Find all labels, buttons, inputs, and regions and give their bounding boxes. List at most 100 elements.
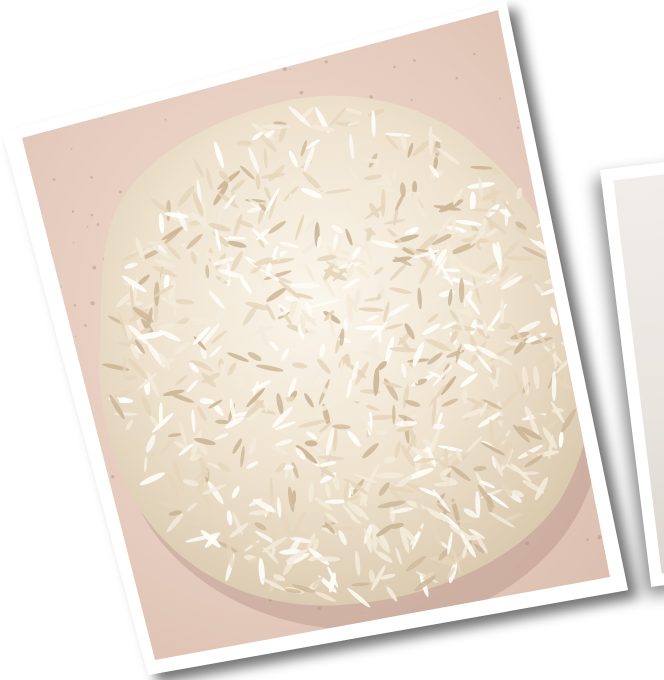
rice-grain	[432, 364, 453, 387]
rice-grain	[373, 367, 380, 396]
rice-grain	[255, 364, 284, 372]
rice-grain	[172, 460, 182, 483]
speckle	[588, 10, 592, 13]
speckle	[23, 507, 27, 511]
rice-grain	[369, 463, 379, 482]
speckle	[22, 654, 24, 658]
rice-grain	[209, 345, 222, 358]
rice-grain	[433, 156, 438, 170]
rice-grain	[449, 309, 460, 323]
rice-grain	[123, 340, 139, 347]
rice-grain	[179, 421, 187, 447]
rice-grain	[264, 258, 295, 265]
rice-grain	[513, 338, 528, 355]
rice-grain	[278, 280, 301, 299]
rice-grain	[162, 389, 185, 397]
rice-grain	[483, 215, 508, 235]
rice-grain	[190, 250, 197, 265]
rice-grain	[364, 228, 377, 236]
speckle	[550, 634, 554, 637]
rice-grain	[331, 424, 351, 430]
rice-grain	[500, 275, 523, 290]
rice-grain	[521, 471, 540, 475]
rice-grain	[423, 571, 434, 581]
rice-grain	[139, 472, 165, 486]
rice-grain	[405, 555, 427, 572]
rice-grain	[332, 474, 340, 491]
rice-grain	[246, 207, 262, 213]
rice-grain	[431, 398, 437, 428]
rice-grain	[347, 121, 360, 126]
rice-grain	[446, 241, 456, 267]
speckle	[93, 86, 96, 89]
rice-grain	[533, 413, 547, 420]
rice-grain	[457, 312, 466, 335]
rice-grain	[429, 165, 440, 178]
rice-grain	[258, 557, 265, 585]
rice-grain	[301, 309, 317, 327]
rice-grain	[474, 543, 485, 554]
rice-grain	[358, 307, 384, 312]
rice-grain	[254, 257, 273, 266]
speckle	[470, 618, 474, 622]
rice-grain	[173, 342, 191, 355]
rice-grain	[377, 281, 386, 298]
rice-grain	[197, 405, 207, 422]
rice-grain	[324, 499, 348, 504]
rice-grain	[143, 456, 148, 473]
rice-grain	[349, 133, 354, 160]
rice-grain	[477, 273, 501, 281]
rice-grain	[489, 418, 495, 446]
speckle	[420, 642, 425, 647]
speckle	[597, 535, 602, 540]
rice-grain	[309, 370, 321, 386]
rice-grain	[316, 254, 337, 262]
rice-grain	[383, 301, 390, 323]
rice-grain	[460, 372, 478, 388]
rice-grain	[424, 338, 452, 352]
rice-grain	[233, 213, 243, 237]
rice-grain	[512, 424, 531, 443]
rice-grain	[315, 591, 337, 602]
rice-grain	[347, 588, 371, 608]
rice-grain	[353, 243, 370, 252]
rice-grain	[292, 362, 308, 369]
rice-grain	[355, 550, 361, 576]
rice-grain	[164, 227, 182, 244]
rice-grain	[375, 472, 405, 479]
rice-grain	[392, 169, 397, 184]
rice-grain	[134, 339, 145, 354]
speckle	[324, 60, 328, 64]
rice-grain	[450, 330, 458, 343]
rice-grain	[122, 356, 127, 378]
rice-grain	[116, 291, 134, 308]
rice-grain	[208, 399, 223, 409]
rice-grain	[288, 538, 301, 555]
rice-grain	[437, 148, 460, 165]
rice-grain	[388, 486, 415, 493]
speckle	[587, 208, 592, 213]
rice-grain	[400, 444, 416, 468]
rice-grain	[265, 262, 272, 276]
rice-grain	[475, 345, 500, 360]
rice-grain	[263, 148, 268, 169]
speckle	[525, 541, 529, 546]
rice-grain	[373, 525, 390, 549]
rice-grain	[490, 364, 497, 380]
rice-grain	[399, 524, 410, 553]
rice-grain	[219, 363, 225, 378]
rice-grain	[217, 461, 231, 473]
rice-grain	[480, 442, 507, 457]
rice-grain	[486, 492, 509, 509]
rice-grain	[394, 256, 412, 266]
rice-grain	[501, 200, 515, 215]
rice-grain	[442, 358, 455, 362]
rice-grain	[254, 522, 267, 531]
speckle	[92, 265, 97, 270]
rice-grain	[546, 420, 557, 431]
rice-grain	[247, 352, 262, 361]
rice-grain	[252, 498, 276, 513]
rice-grain	[180, 243, 202, 257]
rice-grain	[303, 146, 315, 172]
